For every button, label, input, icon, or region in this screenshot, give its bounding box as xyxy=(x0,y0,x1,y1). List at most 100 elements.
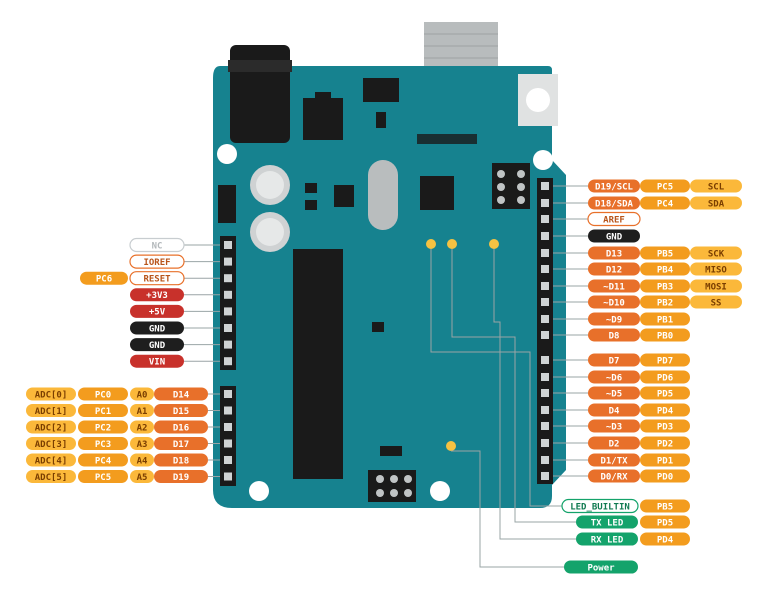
port-label-bg xyxy=(78,437,128,450)
port-label: PD0 xyxy=(640,469,690,483)
port-label-text: PC4 xyxy=(657,199,674,209)
digital-pin-label-text: D17 xyxy=(173,440,189,450)
pin-label-bg xyxy=(588,179,640,193)
port-label: PC1 xyxy=(78,404,128,417)
led-label-1: TX LED xyxy=(576,515,638,529)
pin-label-vin-bg xyxy=(130,354,184,368)
port-label-text: PD4 xyxy=(657,406,674,416)
function-label-bg xyxy=(690,262,742,276)
port-label-text: PD1 xyxy=(657,456,673,466)
header-pin xyxy=(541,182,549,190)
icsp-header-bottom xyxy=(368,470,416,502)
led-label-1-bg xyxy=(576,515,638,529)
led-builtin-line xyxy=(430,249,562,507)
digital-pin-label-text: D15 xyxy=(173,407,189,417)
pin-label-bg xyxy=(588,386,640,400)
header-pin xyxy=(224,241,232,249)
function-label: SCL xyxy=(690,179,742,193)
function-label: SCK xyxy=(690,246,742,260)
function-label-bg xyxy=(690,279,742,293)
pin-label: GND xyxy=(588,229,640,243)
board xyxy=(213,22,566,508)
adc-label-bg xyxy=(26,453,76,467)
led-label-2: RX LED xyxy=(576,532,638,546)
port-label-bg xyxy=(640,279,690,293)
header-pin xyxy=(224,406,232,415)
header-pin xyxy=(224,439,232,448)
led-port-label: PB5 xyxy=(640,499,690,513)
port-label-bg xyxy=(640,469,690,483)
header-pin xyxy=(541,215,549,223)
analog-pin-label-text: A5 xyxy=(137,473,148,483)
analog-pin-label-bg xyxy=(130,404,154,417)
pin-label-bg xyxy=(588,196,640,210)
digital-pin-label-text: D16 xyxy=(173,423,189,433)
digital-pin-label-bg xyxy=(154,437,208,450)
function-label: MISO xyxy=(690,262,742,276)
header-pin xyxy=(541,232,549,240)
pin-label: ~D10 xyxy=(588,295,640,309)
port-label-text: PB2 xyxy=(657,298,673,308)
pin-label-text: D12 xyxy=(606,265,622,275)
header-pin xyxy=(224,357,232,366)
pin-label-bg xyxy=(588,312,640,326)
pin-label-5v-text: +5V xyxy=(149,308,166,318)
port-label: PC2 xyxy=(78,420,128,434)
led-power xyxy=(446,441,456,451)
port-label-text: PC2 xyxy=(95,423,111,433)
pin-label-text: D0/RX xyxy=(600,472,628,482)
usb-chip xyxy=(420,176,454,210)
port-label-bg xyxy=(78,470,128,483)
pin-label: D18/SDA xyxy=(588,196,640,210)
adc-label: ADC[0] xyxy=(26,387,76,401)
led-label-3: Power xyxy=(564,560,638,574)
pin-label-text: D8 xyxy=(609,331,620,341)
adc-label-text: ADC[1] xyxy=(35,407,68,417)
voltage-regulator xyxy=(303,98,343,140)
led-port-label-bg xyxy=(640,499,690,513)
pin-label-gnd-bg xyxy=(130,338,184,352)
adc-label-text: ADC[2] xyxy=(35,423,68,433)
port-label-bg xyxy=(640,403,690,417)
pin-label-bg xyxy=(588,370,640,384)
port-label-text: PC5 xyxy=(95,473,111,483)
port-label-bg xyxy=(78,453,128,467)
pin-label: D0/RX xyxy=(588,469,640,483)
mount-hole xyxy=(533,150,553,170)
led-port-label-bg xyxy=(640,515,690,529)
header-pin xyxy=(541,373,549,381)
led-port-label-bg xyxy=(640,532,690,546)
pin-label-bg xyxy=(588,229,640,243)
header-pin xyxy=(224,340,232,349)
pin-label: ~D3 xyxy=(588,419,640,433)
header-pin xyxy=(541,199,549,207)
analog-pin-label: A0 xyxy=(130,387,154,401)
pin-label-reset: RESET xyxy=(129,271,185,286)
port-label-text: PC1 xyxy=(95,407,111,417)
header-pin xyxy=(541,456,549,464)
header-pin xyxy=(541,472,549,480)
header-pin xyxy=(541,356,549,364)
port-label-bg xyxy=(640,328,690,342)
analog-pin-label: A4 xyxy=(130,453,154,467)
port-label: PC0 xyxy=(78,387,128,401)
pin-label: ~D6 xyxy=(588,370,640,384)
analog-pin-label: A3 xyxy=(130,437,154,450)
pin-label-bg xyxy=(588,295,640,309)
led-label-0-bg xyxy=(561,498,639,514)
digital-pin-label-bg xyxy=(154,470,208,483)
crystal xyxy=(368,160,398,230)
pin-label: ~D5 xyxy=(588,386,640,400)
port-label: PD4 xyxy=(640,403,690,417)
pin-label-nc-bg xyxy=(129,237,185,253)
function-label-text: SCK xyxy=(708,249,725,259)
function-label-text: MISO xyxy=(705,265,727,275)
digital-pin-label: D17 xyxy=(154,437,208,450)
pin-label-gnd: GND xyxy=(130,338,184,352)
port-label-text: PC3 xyxy=(95,440,111,450)
pin-label-3v3-bg xyxy=(130,288,184,302)
port-label-text: PB4 xyxy=(657,265,674,275)
header-pin xyxy=(224,290,232,299)
port-label-bg xyxy=(640,179,690,193)
port-label-bg xyxy=(640,370,690,384)
